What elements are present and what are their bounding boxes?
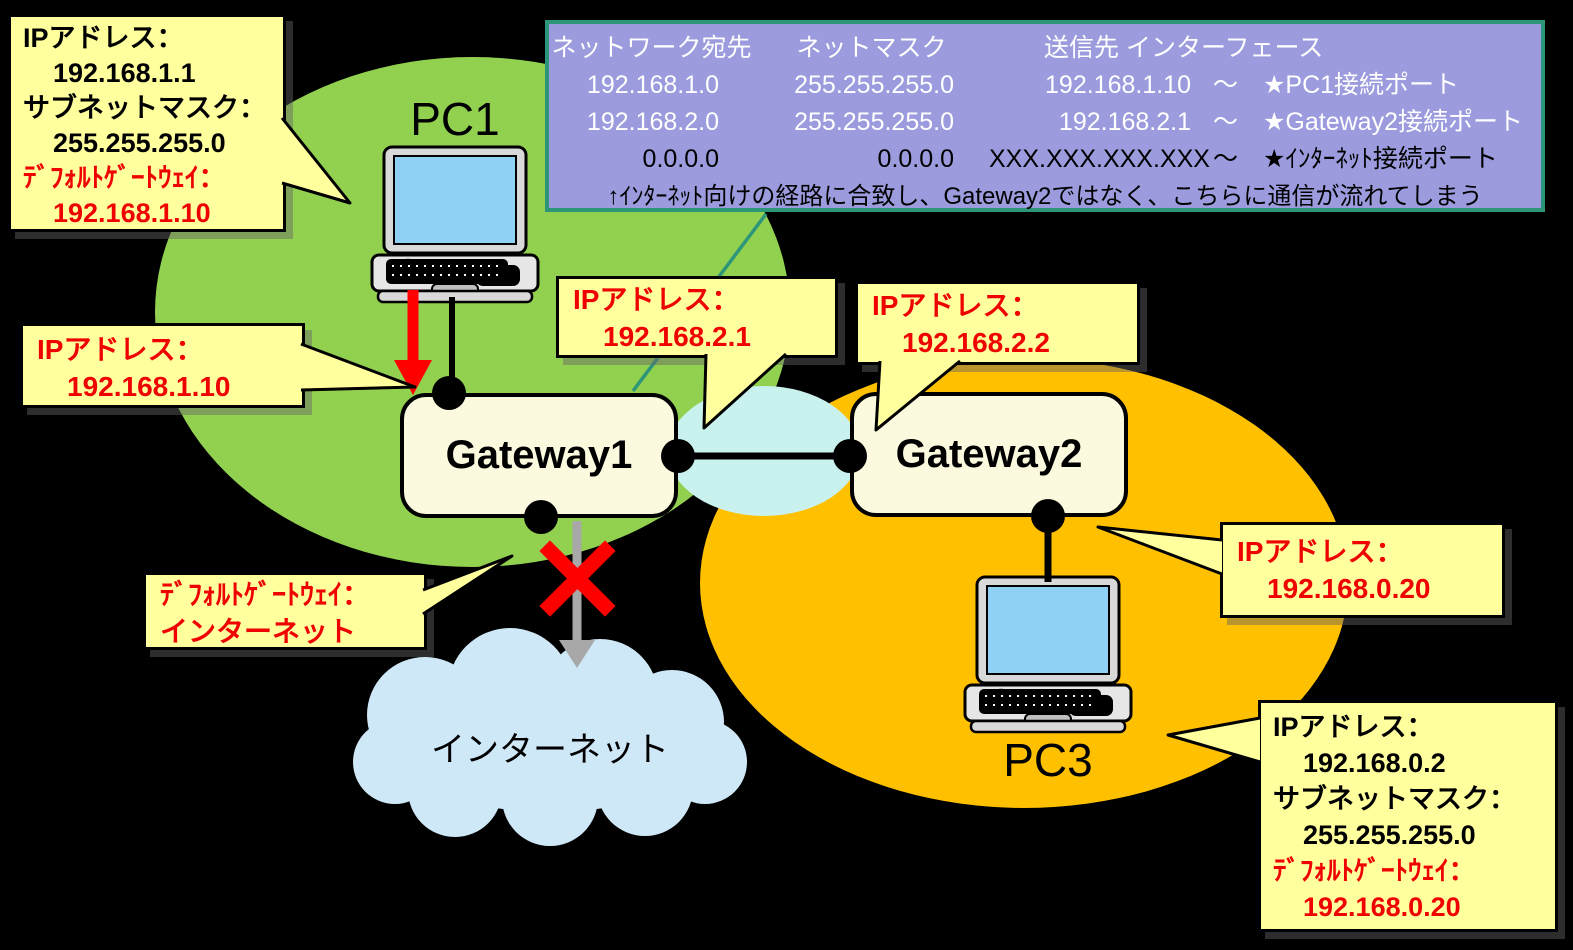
routing-table-header: ネットワーク宛先 ネットマスク 送信先 インターフェース <box>549 30 1541 67</box>
gateway1-wan-ip-callout: IPアドレス： 192.168.2.1 <box>556 276 838 358</box>
gateway1-node: Gateway1 <box>400 393 678 518</box>
route-row-default: 0.0.0.0 0.0.0.0 XXX.XXX.XXX.XXX ～ ★ｲﾝﾀｰﾈ… <box>642 145 1498 173</box>
gateway1-lan-ip-callout: IPアドレス： 192.168.1.10 <box>20 323 305 408</box>
pc3-laptop-icon <box>963 575 1133 734</box>
gateway1-routing-table: ネットワーク宛先 ネットマスク 送信先 インターフェース 192.168.1.0… <box>545 20 1545 212</box>
link-network-cyan-ellipse <box>668 386 860 516</box>
gateway2-lan-ip-callout: IPアドレス： 192.168.0.20 <box>1220 522 1505 618</box>
blocked-x-icon <box>539 540 616 617</box>
route-row-1: 192.168.1.0 255.255.255.0 192.168.1.10 ～… <box>586 71 1460 99</box>
gateway2-node: Gateway2 <box>850 392 1128 517</box>
pc1-label: PC1 <box>410 93 500 145</box>
pc1-laptop-icon <box>370 145 540 304</box>
internet-label: インターネット <box>431 731 669 769</box>
header-network-destination: ネットワーク宛先 <box>551 34 752 62</box>
gateway1-default-gateway-callout: ﾃﾞﾌｫﾙﾄｹﾞｰﾄｳｪｲ： インターネット <box>143 572 427 650</box>
header-netmask: ネットマスク <box>796 34 947 62</box>
gateway2-wan-ip-callout: IPアドレス： 192.168.2.2 <box>855 281 1140 365</box>
header-gateway-interface: 送信先 インターフェース <box>1044 34 1324 62</box>
pc3-config-callout: IPアドレス： 192.168.0.2 サブネットマスク： 255.255.25… <box>1258 700 1558 932</box>
routing-table-note: ↑ｲﾝﾀｰﾈｯﾄ向けの経路に合致し、Gateway2ではなく、こちらに通信が流れ… <box>607 183 1483 210</box>
pc1-config-callout: IPアドレス： 192.168.1.1 サブネットマスク： 255.255.25… <box>8 14 286 232</box>
pc3-label: PC3 <box>1003 734 1093 786</box>
route-row-2: 192.168.2.0 255.255.255.0 192.168.2.1 ～ … <box>586 108 1523 136</box>
